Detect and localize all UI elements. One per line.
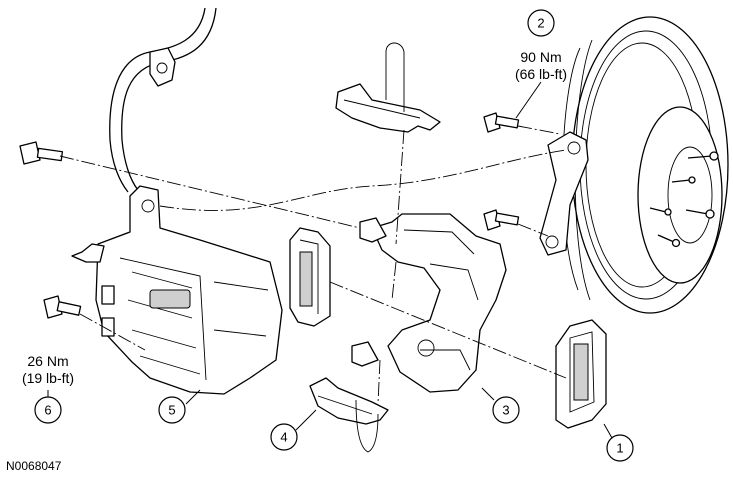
torque-caliper-metric: 26 Nm bbox=[27, 353, 68, 369]
callout-number: 2 bbox=[537, 15, 544, 30]
callout-6: 6 bbox=[34, 396, 62, 424]
torque-rotor-metric: 90 Nm bbox=[520, 49, 561, 65]
callout-number: 5 bbox=[168, 402, 175, 417]
callout-2: 2 bbox=[527, 9, 555, 37]
callout-3: 3 bbox=[492, 396, 520, 424]
rotor-bolt-upper bbox=[483, 112, 520, 133]
torque-rotor-imperial: (66 lb-ft) bbox=[515, 66, 567, 82]
anti-rattle-clip-upper bbox=[335, 42, 441, 133]
anti-rattle-clip-lower bbox=[309, 377, 389, 453]
torque-caliper-imperial: (19 lb-ft) bbox=[22, 370, 74, 386]
caliper-bolt bbox=[43, 295, 82, 319]
alignment-leaders bbox=[59, 125, 567, 405]
callout-number: 6 bbox=[44, 402, 51, 417]
rotor-bolt-lower bbox=[483, 209, 520, 231]
callout-number: 1 bbox=[616, 440, 623, 455]
wheel-studs bbox=[649, 151, 719, 248]
callout-4: 4 bbox=[270, 423, 298, 451]
figure-id: N0068047 bbox=[6, 459, 62, 473]
callout-number: 4 bbox=[280, 429, 287, 444]
callout-leaders bbox=[47, 81, 613, 439]
callout-5: 5 bbox=[158, 396, 186, 424]
brake-caliper bbox=[71, 185, 283, 395]
brake-pad-inner bbox=[289, 227, 331, 327]
callout-number: 3 bbox=[502, 402, 509, 417]
brake-pad-outer bbox=[555, 319, 607, 429]
caliper-bracket bbox=[351, 213, 507, 393]
brake-hose bbox=[109, 7, 217, 193]
callout-1: 1 bbox=[606, 434, 634, 462]
caliper-guide-bolt-upper bbox=[19, 141, 64, 165]
brake-rotor bbox=[539, 16, 729, 314]
